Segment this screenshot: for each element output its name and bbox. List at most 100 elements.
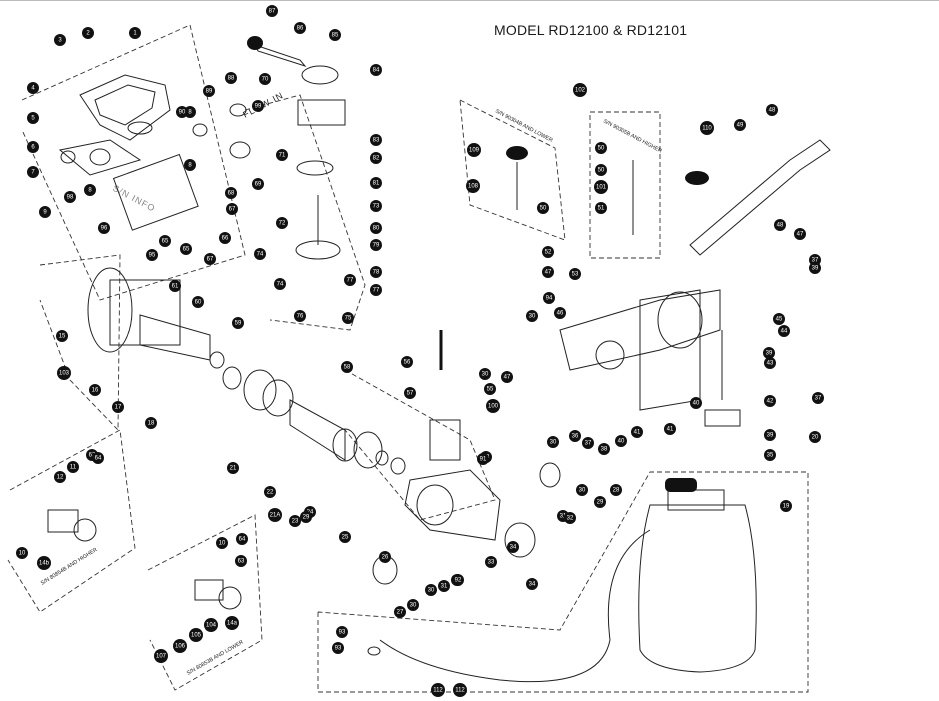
callout-bubble (401, 356, 413, 368)
callout-43: 43 (764, 357, 776, 369)
callout-bubble (54, 34, 66, 46)
callout-59: 59 (232, 317, 244, 329)
callout-bubble (370, 177, 382, 189)
callout-84: 84 (370, 64, 382, 76)
callout-41: 41 (631, 426, 643, 438)
callout-bubble (812, 392, 824, 404)
callout-number: 76 (297, 313, 304, 319)
callout-12: 12 (54, 471, 66, 483)
callout-bubble (453, 683, 467, 697)
callout-8: 8 (84, 184, 96, 196)
callout-number: 110 (702, 125, 712, 131)
callout-number: 34 (529, 581, 536, 587)
callout-85: 85 (329, 29, 341, 41)
callout-bubble (370, 266, 382, 278)
callout-bubble (485, 556, 497, 568)
callout-number: 79 (373, 242, 380, 248)
callout-30: 30 (479, 368, 491, 380)
callout-70: 70 (259, 73, 271, 85)
callout-number: 21 (230, 465, 237, 471)
callout-64: 64 (92, 452, 104, 464)
callout-bubble (594, 180, 608, 194)
callout-bubble (547, 436, 559, 448)
callout-69: 69 (252, 178, 264, 190)
callout-9: 9 (39, 206, 51, 218)
callout-number: 18 (148, 420, 155, 426)
callout-106: 106 (173, 639, 187, 653)
callout-number: 37 (815, 395, 822, 401)
callout-number: 83 (373, 137, 380, 143)
callout-48: 48 (766, 104, 778, 116)
callout-bubble (573, 83, 587, 97)
callout-76: 76 (294, 310, 306, 322)
callout-number: 50 (598, 145, 605, 151)
callout-number: 7 (31, 169, 35, 175)
callout-61: 61 (169, 280, 181, 292)
callout-bubble (225, 72, 237, 84)
callout-number: 29 (597, 499, 604, 505)
callout-bubble (774, 219, 786, 231)
callout-number: 26 (382, 554, 389, 560)
callout-number: 50 (540, 205, 547, 211)
callout-number: 2 (86, 30, 90, 36)
callout-25: 25 (339, 531, 351, 543)
callout-bubble (780, 500, 792, 512)
callout-number: 8 (188, 162, 192, 168)
callout-number: 8 (88, 187, 92, 193)
callout-number: 81 (373, 180, 380, 186)
callout-bubble (259, 73, 271, 85)
callout-44: 44 (778, 325, 790, 337)
callout-number: 23 (292, 518, 299, 524)
callout-bubble (159, 235, 171, 247)
callout-number: 10 (219, 540, 226, 546)
callout-96: 96 (98, 222, 110, 234)
callout-102: 102 (573, 83, 587, 97)
callout-number: 36 (572, 433, 579, 439)
callout-number: 9 (43, 209, 47, 215)
callout-10: 10 (216, 537, 228, 549)
callout-bubble (809, 431, 821, 443)
callout-number: 55 (487, 386, 494, 392)
callout-number: 64 (239, 536, 246, 542)
callout-bubble (39, 206, 51, 218)
callout-bubble (154, 649, 168, 663)
callout-number: 48 (777, 222, 784, 228)
callout-number: 31 (560, 513, 567, 519)
callout-number: 17 (115, 404, 122, 410)
callout-77: 77 (344, 274, 356, 286)
callout-34: 34 (526, 578, 538, 590)
callout-number: 106 (175, 643, 186, 649)
callout-55: 55 (484, 383, 496, 395)
callout-bubble (226, 203, 238, 215)
callout-number: 67 (229, 206, 236, 212)
callout-bubble (542, 246, 554, 258)
callout-bubble (339, 531, 351, 543)
callout-bubble (176, 106, 188, 118)
callout-bubble (484, 383, 496, 395)
callout-bubble (431, 683, 445, 697)
callout-10: 10 (16, 547, 28, 559)
callout-112: 112 (431, 683, 445, 697)
callout-number: 61 (172, 283, 179, 289)
callout-number: 37 (585, 440, 592, 446)
callout-91: 91 (477, 453, 489, 465)
callout-number: 90 (179, 109, 186, 115)
callout-number: 64 (95, 455, 102, 461)
callout-58: 58 (341, 361, 353, 373)
page-title: MODEL RD12100 & RD12101 (494, 22, 688, 38)
callout-bubble (145, 417, 157, 429)
callout-bubble (329, 29, 341, 41)
callout-bubble (615, 435, 627, 447)
callout-30: 30 (526, 310, 538, 322)
callout-number: 42 (767, 398, 774, 404)
callout-bubble (27, 82, 39, 94)
callout-number: 30 (428, 587, 435, 593)
callout-94: 94 (543, 292, 555, 304)
callout-80: 80 (370, 222, 382, 234)
callout-39: 39 (809, 262, 821, 274)
callout-number: 41 (634, 429, 641, 435)
callout-bubble (764, 429, 776, 441)
callout-65: 65 (159, 235, 171, 247)
callout-42: 42 (764, 395, 776, 407)
callout-number: 85 (332, 32, 339, 38)
